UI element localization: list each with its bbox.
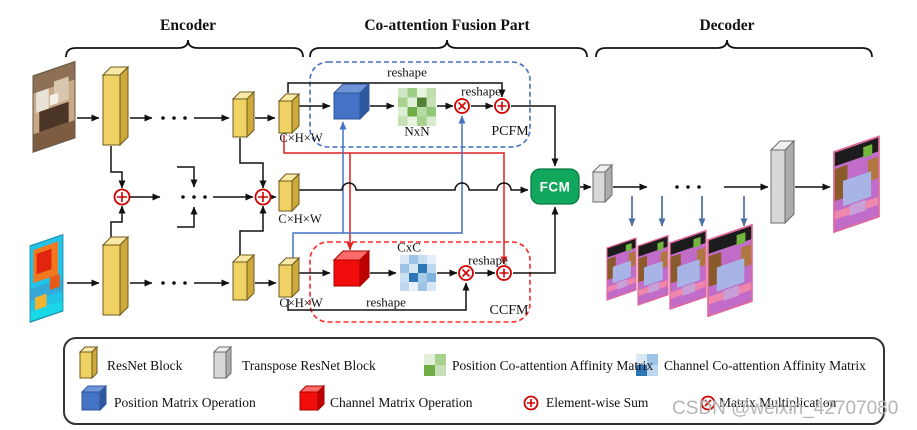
channel-affinity-matrix <box>400 255 436 291</box>
cross-modal-links <box>283 115 508 265</box>
legend-transpose-icon <box>212 345 233 380</box>
encoder-title: Encoder <box>160 17 216 34</box>
legend-label-position-affinity: Position Co-attention Affinity Matrix <box>452 358 654 373</box>
ccfm-box <box>309 241 531 323</box>
pcfm-reshape-sum-label: reshape <box>461 83 501 99</box>
resnet-block-top-1 <box>101 65 130 147</box>
position-affinity-matrix <box>398 88 436 126</box>
supervision-image-2 <box>637 234 669 306</box>
fcm-box <box>530 168 580 205</box>
supervision-image-3 <box>669 229 707 310</box>
pcfm-reshape-top-label: reshape <box>387 64 427 80</box>
pcfm-reshape-line <box>287 82 506 98</box>
transpose-block-large <box>769 139 796 225</box>
encoder-brace <box>65 39 304 58</box>
watermark: CSDN @weixin_42707080 <box>672 398 899 419</box>
legend-element-sum-icon <box>523 395 539 411</box>
supervision-image-4 <box>707 223 753 318</box>
channel-cube <box>332 249 371 288</box>
middle-fusion-line <box>297 182 529 194</box>
pcfm-output-line <box>511 105 559 167</box>
resnet-block-bottom-1 <box>101 235 130 317</box>
pcfm-box <box>309 61 531 148</box>
pcfm-affinity-label: NxN <box>404 123 430 139</box>
pcfm-title: PCFM <box>491 124 529 139</box>
encoder-sum-1 <box>113 188 131 206</box>
ccfm-affinity-label: CxC <box>397 239 421 255</box>
resnet-block-top-2 <box>231 90 256 139</box>
pcfm-matrix-multiply-icon <box>454 98 470 114</box>
legend-label-element-sum: Element-wise Sum <box>546 395 649 410</box>
legend-box <box>63 337 885 425</box>
resnet-block-bottom-2 <box>231 253 256 302</box>
ellipsis-dots <box>161 116 701 285</box>
transpose-blocks <box>591 139 796 225</box>
pcfm-element-sum-icon <box>494 98 510 114</box>
transpose-block-small <box>591 163 614 204</box>
ccfm-title: CCFM <box>489 303 529 318</box>
supervision-arrows <box>628 196 748 227</box>
rgb-input-image <box>32 60 76 153</box>
legend-position-cube-icon <box>80 384 108 412</box>
top-dim-label: C×H×W <box>279 130 323 145</box>
legend-matrix-multiply-icon <box>700 395 716 411</box>
legend-resnet-icon <box>78 345 99 380</box>
decoder-title: Decoder <box>699 17 755 34</box>
legend-position-affinity-icon <box>424 354 446 376</box>
resnet-block-bottom-3 <box>277 256 301 299</box>
legend-label-resnet: ResNet Block <box>107 358 183 373</box>
resnet-block-top-3 <box>277 92 301 135</box>
blue-link-bottom-to-pcfm-mul <box>292 115 466 263</box>
operators <box>113 98 512 281</box>
fcm-label: FCM <box>539 179 571 195</box>
fusion-brace <box>309 39 588 58</box>
legend-label-channel-op: Channel Matrix Operation <box>330 395 473 410</box>
legend-channel-cube-icon <box>298 384 326 412</box>
bottom-dim-label: C×H×W <box>279 295 323 310</box>
position-cube <box>332 82 371 121</box>
resnet-blocks <box>101 65 301 317</box>
middle-dim-label: C×H×W <box>278 211 322 226</box>
fusion-title: Co-attention Fusion Part <box>364 17 530 34</box>
supervision-image-1 <box>606 237 637 301</box>
ccfm-output-line <box>513 206 559 274</box>
resnet-block-middle <box>277 172 301 213</box>
decoder-brace <box>595 39 873 58</box>
section-braces <box>65 39 873 58</box>
ccfm-matrix-multiply-icon <box>458 265 474 281</box>
legend-channel-affinity-icon <box>636 354 658 376</box>
flow-lines <box>67 82 831 311</box>
ccfm-reshape-bottom-label: reshape <box>366 294 406 310</box>
output-segmentation-image <box>832 135 881 234</box>
red-link-top-to-ccfm-sum <box>283 135 508 265</box>
ccfm-reshape-sum-label: reshape <box>468 252 508 268</box>
ccfm-reshape-line <box>287 282 470 311</box>
ccfm-element-sum-icon <box>496 265 512 281</box>
legend-label-matrix-mul: Matrix Multiplication <box>719 395 837 410</box>
legend-label-position-op: Position Matrix Operation <box>114 395 256 410</box>
legend-label-channel-affinity: Channel Co-attention Affinity Matrix <box>664 358 866 373</box>
encoder-sum-2 <box>254 188 272 206</box>
thermal-input-image <box>29 233 64 323</box>
legend-label-transpose: Transpose ResNet Block <box>242 358 376 373</box>
